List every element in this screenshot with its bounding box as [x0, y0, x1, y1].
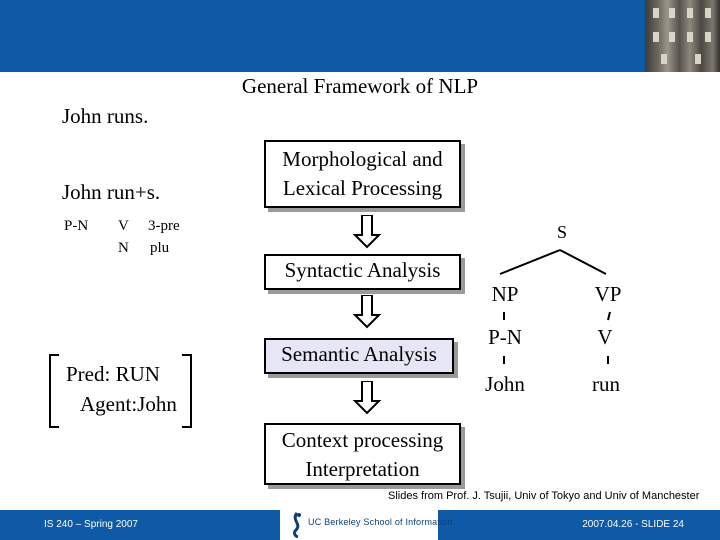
- header-bar: [0, 0, 720, 72]
- tag-plu: plu: [150, 240, 170, 256]
- stage-morphological-line2: Lexical Processing: [282, 176, 443, 200]
- stage-syntactic: Syntactic Analysis: [264, 254, 461, 290]
- footer-slide-number: 2007.04.26 - SLIDE 24: [582, 519, 684, 530]
- stage-morphological-line1: Morphological and: [282, 147, 443, 171]
- stage-morphological: Morphological and Lexical Processing: [264, 140, 461, 208]
- stage-context-line2: Interpretation: [305, 457, 420, 481]
- arrow-down-3: [352, 381, 382, 415]
- footer-logo-text: UC Berkeley School of Information: [308, 517, 453, 527]
- left-bracket: [49, 354, 59, 428]
- tree-leaf-john: John: [485, 372, 525, 396]
- right-bracket: [182, 354, 192, 428]
- tree-leaf-run: run: [592, 372, 620, 396]
- tree-node-vp: VP: [594, 282, 622, 306]
- tree-node-s: S: [556, 222, 567, 242]
- stage-context: Context processing Interpretation: [264, 423, 461, 485]
- semantic-pred: Pred: RUN: [66, 362, 160, 386]
- ischool-logo-icon: [293, 512, 301, 538]
- tag-v: V: [118, 218, 129, 234]
- slide-title: General Framework of NLP: [241, 74, 479, 98]
- header-photo: [645, 0, 720, 72]
- tree-node-pn: P-N: [488, 325, 522, 349]
- stage-context-line1: Context processing: [281, 428, 444, 452]
- arrow-down-2: [352, 295, 382, 329]
- footer-course: IS 240 – Spring 2007: [44, 519, 138, 530]
- credit-line: Slides from Prof. J. Tsujii, Univ of Tok…: [388, 490, 700, 502]
- arrow-down-1: [352, 215, 382, 249]
- stage-syntactic-label: Syntactic Analysis: [284, 258, 441, 282]
- tag-n: N: [118, 240, 129, 256]
- stage-semantic-label: Semantic Analysis: [281, 342, 437, 366]
- semantic-agent: Agent:John: [80, 392, 177, 416]
- footer-logo-area: [280, 510, 438, 540]
- tag-pn: P-N: [64, 218, 89, 234]
- stage-semantic: Semantic Analysis: [264, 338, 454, 374]
- tree-node-v: V: [597, 325, 613, 349]
- input-sentence: John runs.: [62, 104, 149, 128]
- morph-result: John run+s.: [62, 180, 161, 204]
- tag-3pre: 3-pre: [148, 218, 180, 234]
- tree-node-np: NP: [491, 282, 519, 306]
- parse-tree-lines: [499, 249, 611, 364]
